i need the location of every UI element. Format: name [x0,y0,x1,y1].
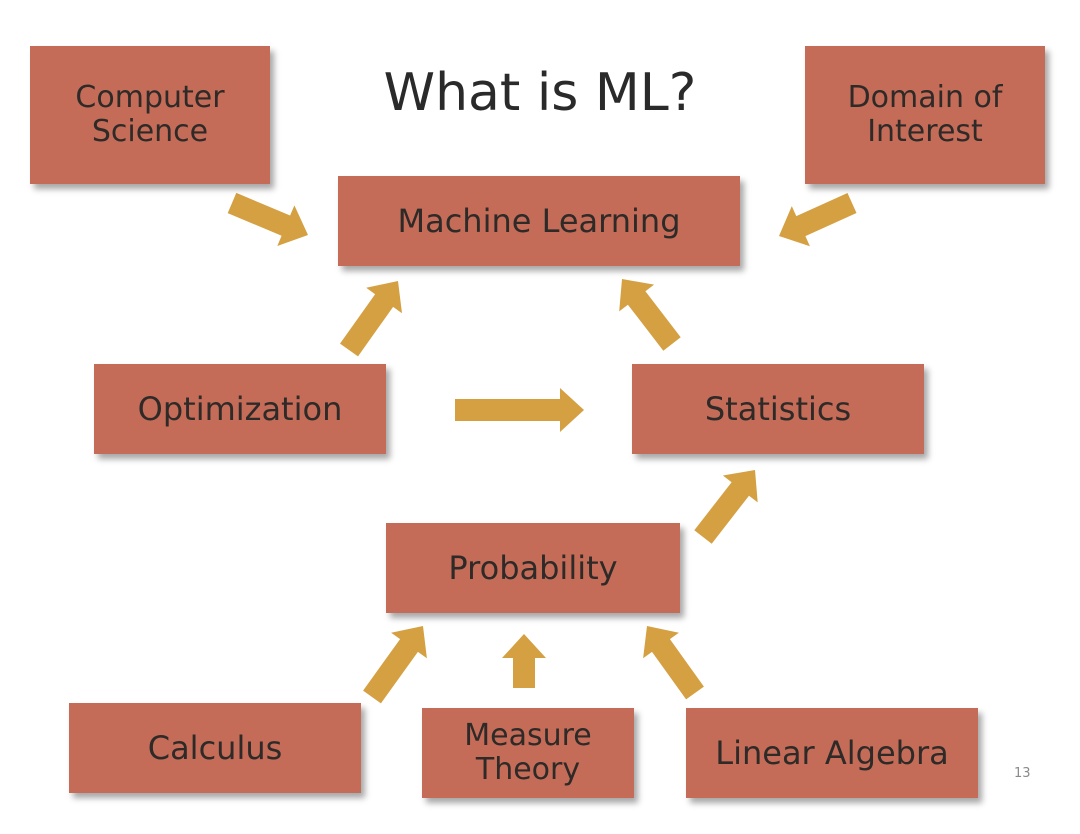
node-measure-theory: Measure Theory [422,708,634,798]
node-domain-of-interest: Domain of Interest [805,46,1045,184]
arrow-domain-of-interest-to-machine-learning [779,193,857,247]
arrow-measure-theory-to-probability [502,634,546,688]
arrow-computer-science-to-machine-learning [227,192,308,246]
arrow-probability-to-statistics [694,470,758,544]
node-linear-algebra: Linear Algebra [686,708,978,798]
node-optimization: Optimization [94,364,386,454]
slide-number: 13 [1014,766,1031,781]
arrow-calculus-to-probability [363,626,427,704]
arrow-optimization-to-statistics [455,388,584,432]
arrow-linear-algebra-to-probability [643,626,704,700]
slide-title: What is ML? [383,63,697,123]
node-computer-science: Computer Science [30,46,270,184]
node-probability: Probability [386,523,680,613]
arrow-optimization-to-machine-learning [340,281,402,357]
node-machine-learning: Machine Learning [338,176,740,266]
node-statistics: Statistics [632,364,924,454]
node-calculus: Calculus [69,703,361,793]
arrow-statistics-to-machine-learning [619,279,681,351]
